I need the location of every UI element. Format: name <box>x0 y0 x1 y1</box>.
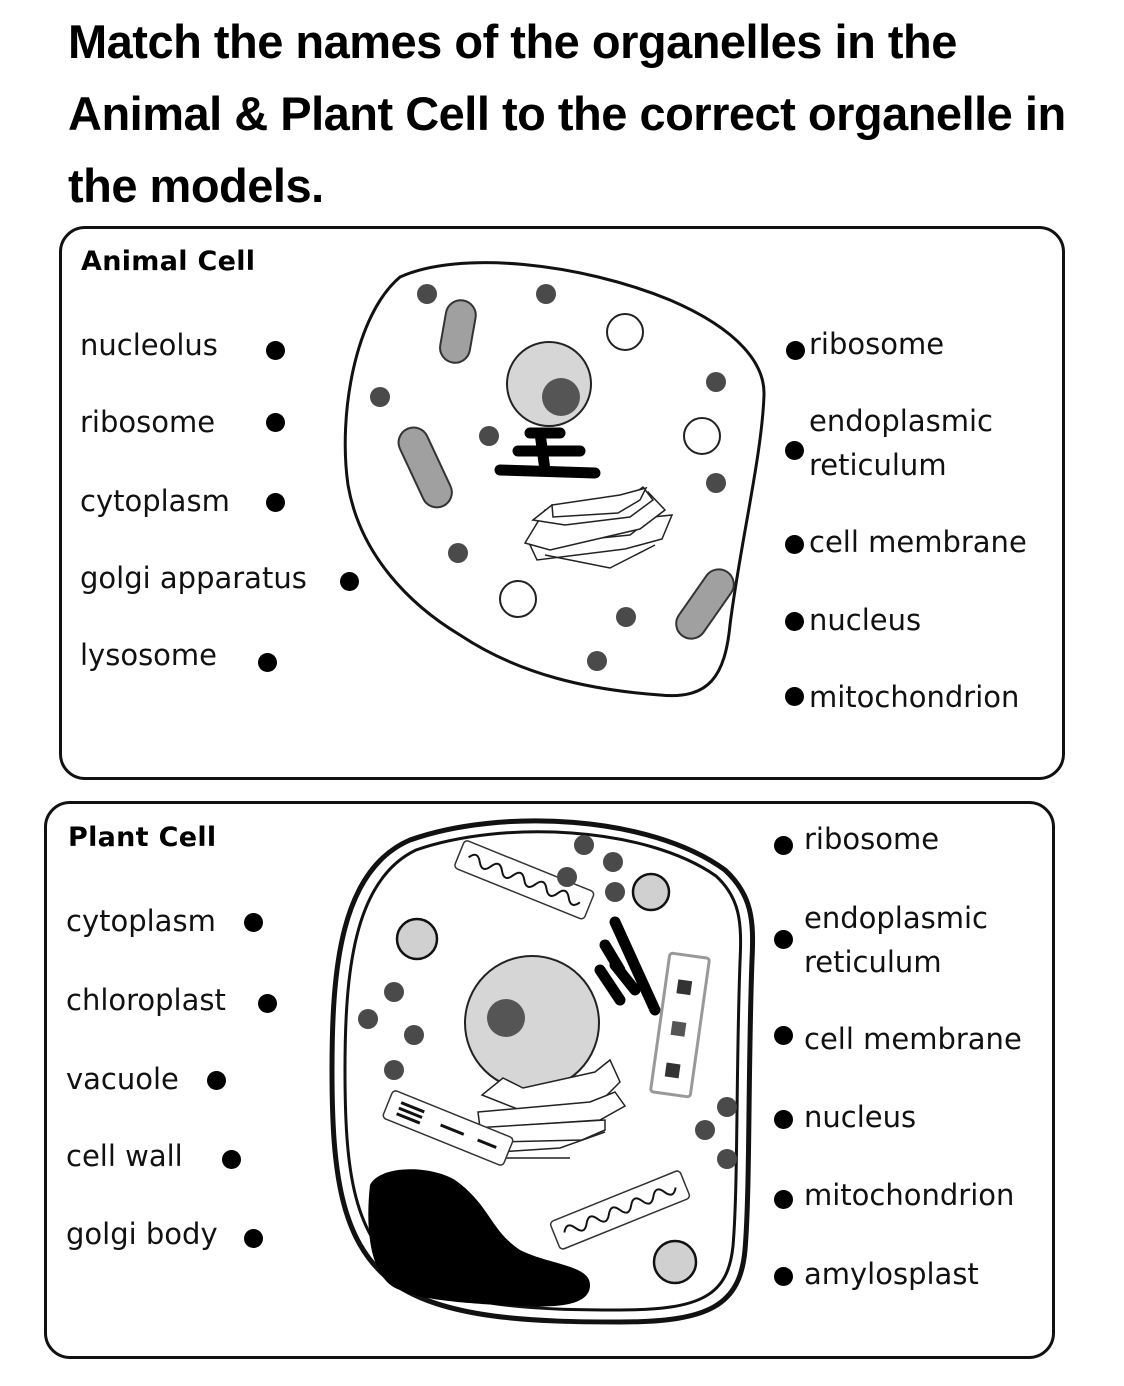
animal-left-dot-golgi-apparatus[interactable] <box>340 572 359 591</box>
plant-right-label-amylosplast: amylosplast <box>804 1257 979 1291</box>
animal-right-dot-ribosome[interactable] <box>786 341 805 360</box>
animal-ribosome <box>479 426 499 446</box>
plant-left-label-vacuole: vacuole <box>66 1062 179 1096</box>
plant-ribosome <box>384 982 404 1002</box>
plant-ribosome <box>574 835 594 855</box>
plant-ribosomes <box>358 835 737 1169</box>
animal-ribosome <box>370 387 390 407</box>
plant-ribosome <box>358 1009 378 1029</box>
animal-ribosomes <box>370 284 726 671</box>
plant-left-dot-cytoplasm[interactable] <box>244 913 263 932</box>
animal-ribosome <box>417 284 437 304</box>
animal-golgi-apparatus <box>523 485 674 569</box>
worksheet-title: Match the names of the organelles in the… <box>68 15 1066 212</box>
plant-ribosome <box>603 852 623 872</box>
plant-right-dot-nucleus[interactable] <box>774 1110 793 1129</box>
plant-right-dot-er[interactable] <box>774 930 793 949</box>
plant-vacuole <box>368 1169 590 1307</box>
animal-right-dot-er[interactable] <box>785 441 804 460</box>
animal-mitochondrion <box>675 568 735 640</box>
plant-ribosome <box>717 1149 737 1169</box>
animal-left-label-ribosome: ribosome <box>80 405 216 439</box>
animal-lysosome <box>683 417 721 455</box>
plant-right-label-mitochondrion: mitochondrion <box>804 1178 1015 1212</box>
plant-chloroplast <box>454 840 595 920</box>
plant-left-label-cell-wall: cell wall <box>66 1139 183 1173</box>
plant-vesicle <box>631 872 671 912</box>
animal-cell-diagram <box>343 261 766 698</box>
plant-ribosome <box>404 1025 424 1045</box>
animal-nucleolus <box>542 378 580 416</box>
animal-left-label-nucleolus: nucleolus <box>80 328 218 362</box>
animal-left-label-lysosome: lysosome <box>80 638 218 672</box>
plant-right-dot-mitochondrion[interactable] <box>774 1190 793 1209</box>
animal-lysosome <box>606 313 644 351</box>
plant-ribosome <box>557 867 577 887</box>
animal-right-label-er-line1: endoplasmic <box>809 404 993 438</box>
animal-right-label-cell-membrane: cell membrane <box>809 525 1027 559</box>
animal-cell-membrane <box>343 261 766 698</box>
plant-left-dot-chloroplast[interactable] <box>258 994 277 1013</box>
plant-chloroplast <box>549 1170 691 1250</box>
animal-cell-heading: Animal Cell <box>81 246 256 277</box>
plant-left-label-cytoplasm: cytoplasm <box>66 904 216 938</box>
plant-right-label-nucleus: nucleus <box>804 1100 917 1134</box>
plant-ribosome <box>695 1120 715 1140</box>
plant-left-dot-cell-wall[interactable] <box>222 1150 241 1169</box>
plant-right-label-ribosome: ribosome <box>804 822 940 856</box>
plant-ribosome <box>605 882 625 902</box>
plant-nucleus <box>464 955 600 1091</box>
plant-mitochondrion <box>382 1090 514 1166</box>
animal-ribosome <box>536 284 556 304</box>
animal-left-label-cytoplasm: cytoplasm <box>80 484 230 518</box>
animal-ribosome <box>448 543 468 563</box>
plant-cell-diagram <box>329 818 756 1325</box>
animal-right-label-ribosome: ribosome <box>809 327 945 361</box>
plant-vesicle <box>652 1239 698 1285</box>
plant-nucleolus <box>487 999 525 1037</box>
animal-left-dot-ribosome[interactable] <box>266 413 285 432</box>
plant-amyloplast <box>649 951 711 1099</box>
plant-golgi-body <box>470 1058 627 1159</box>
animal-ribosome <box>706 473 726 493</box>
animal-left-dot-lysosome[interactable] <box>258 653 277 672</box>
animal-lysosome <box>499 580 537 618</box>
animal-ribosome <box>706 372 726 392</box>
animal-right-label-nucleus: nucleus <box>809 603 922 637</box>
animal-right-label-mitochondrion: mitochondrion <box>809 680 1020 714</box>
plant-right-dot-cell-membrane[interactable] <box>774 1026 793 1045</box>
animal-mitochondrion <box>439 299 477 364</box>
animal-right-label-er-line2: reticulum <box>809 448 947 482</box>
plant-left-dot-golgi-body[interactable] <box>244 1229 263 1248</box>
plant-right-label-er-line2: reticulum <box>804 945 942 979</box>
plant-right-dot-amylosplast[interactable] <box>774 1267 793 1286</box>
plant-right-label-cell-membrane: cell membrane <box>804 1022 1022 1056</box>
animal-mitochondrion <box>397 426 453 509</box>
animal-right-dot-nucleus[interactable] <box>785 612 804 631</box>
animal-left-label-golgi-apparatus: golgi apparatus <box>80 561 307 595</box>
animal-endoplasmic-reticulum <box>494 427 601 479</box>
plant-left-label-chloroplast: chloroplast <box>66 983 226 1017</box>
plant-ribosome <box>384 1060 404 1080</box>
plant-vesicle <box>395 917 439 961</box>
plant-endoplasmic-reticulum <box>594 916 661 1016</box>
plant-right-dot-ribosome[interactable] <box>774 836 793 855</box>
animal-ribosome <box>616 607 636 627</box>
plant-cell-heading: Plant Cell <box>68 822 217 853</box>
plant-left-label-golgi-body: golgi body <box>66 1217 218 1251</box>
animal-right-dot-cell-membrane[interactable] <box>785 535 804 554</box>
animal-left-dot-nucleolus[interactable] <box>266 341 285 360</box>
animal-right-dot-mitochondrion[interactable] <box>785 687 804 706</box>
animal-left-dot-cytoplasm[interactable] <box>266 493 285 512</box>
plant-ribosome <box>717 1097 737 1117</box>
plant-right-label-er-line1: endoplasmic <box>804 901 988 935</box>
animal-ribosome <box>587 651 607 671</box>
plant-left-dot-vacuole[interactable] <box>207 1071 226 1090</box>
